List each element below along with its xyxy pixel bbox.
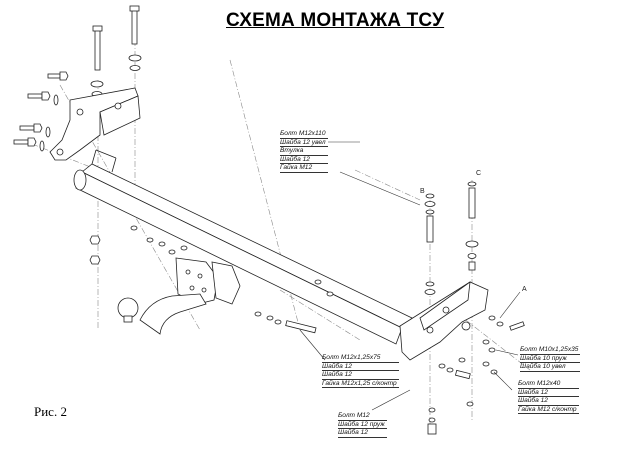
- right-bracket: [399, 281, 489, 361]
- callout-top-kit: Болт М12х110 Шайба 12 увел Втулка Шайба …: [280, 130, 328, 173]
- callout-line: Шайба 12 увел: [280, 138, 328, 148]
- diagram-title: СХЕМА МОНТАЖА ТСУ: [226, 10, 445, 31]
- left-side-fasteners: [13, 71, 69, 152]
- callout-line: Болт М12х40: [518, 380, 579, 389]
- tow-ball: [117, 293, 207, 335]
- callout-line: Шайба 12: [518, 397, 579, 406]
- callout-line: Шайба 12: [322, 363, 399, 372]
- callout-line: Шайба 12: [322, 371, 399, 380]
- right-bolt-b: [424, 193, 436, 295]
- point-c-label: C: [476, 170, 482, 177]
- callout-line: Болт М12х1,25х75: [322, 354, 399, 363]
- callout-line: Втулка: [280, 147, 328, 156]
- callout-line: Шайба 12 пруж: [338, 420, 387, 430]
- callout-line: Шайба 10 пруж: [520, 355, 581, 364]
- point-a-label: A: [522, 286, 527, 293]
- beam-fasteners: [89, 225, 334, 334]
- left-bolt-2: [128, 5, 142, 71]
- callout-line: Шайба 12: [338, 429, 387, 438]
- callout-a-kit-2: Болт М12х40 Шайба 12 Шайба 12 Гайка М12 …: [518, 380, 579, 415]
- cross-beam: [73, 149, 413, 345]
- lower-fasteners: [427, 357, 474, 435]
- figure-label: Рис. 2: [34, 404, 67, 419]
- callout-line: Гайка М12х1,25 с/контр: [322, 379, 399, 389]
- callout-line: Болт М12х110: [280, 130, 328, 139]
- callout-center-kit: Болт М12х1,25х75 Шайба 12 Шайба 12 Гайка…: [322, 354, 399, 389]
- callout-a-kit-1: Болт М10х1,25х35 Шайба 10 пруж Шайба 10 …: [520, 346, 581, 372]
- ball-mount-plate: [175, 257, 241, 305]
- leader-lines: [299, 141, 521, 411]
- callout-line: Шайба 12: [280, 156, 328, 165]
- left-bracket: [49, 87, 141, 161]
- right-bolt-c: [465, 181, 479, 271]
- callout-line: Гайка М12: [280, 164, 328, 173]
- callout-line: Болт М12: [338, 412, 387, 421]
- callout-bottom-kit: Болт М12 Шайба 12 пруж Шайба 12: [338, 412, 387, 438]
- callout-line: Болт М10х1,25х35: [520, 346, 581, 355]
- callout-line: Гайка М12 с/контр: [518, 405, 579, 415]
- right-side-fasteners: [438, 315, 525, 380]
- callout-line: Шайба 12: [518, 389, 579, 398]
- callout-line: Шайба 10 увел: [520, 363, 581, 372]
- point-b-label: B: [420, 188, 425, 195]
- left-bolt-1: [90, 25, 104, 97]
